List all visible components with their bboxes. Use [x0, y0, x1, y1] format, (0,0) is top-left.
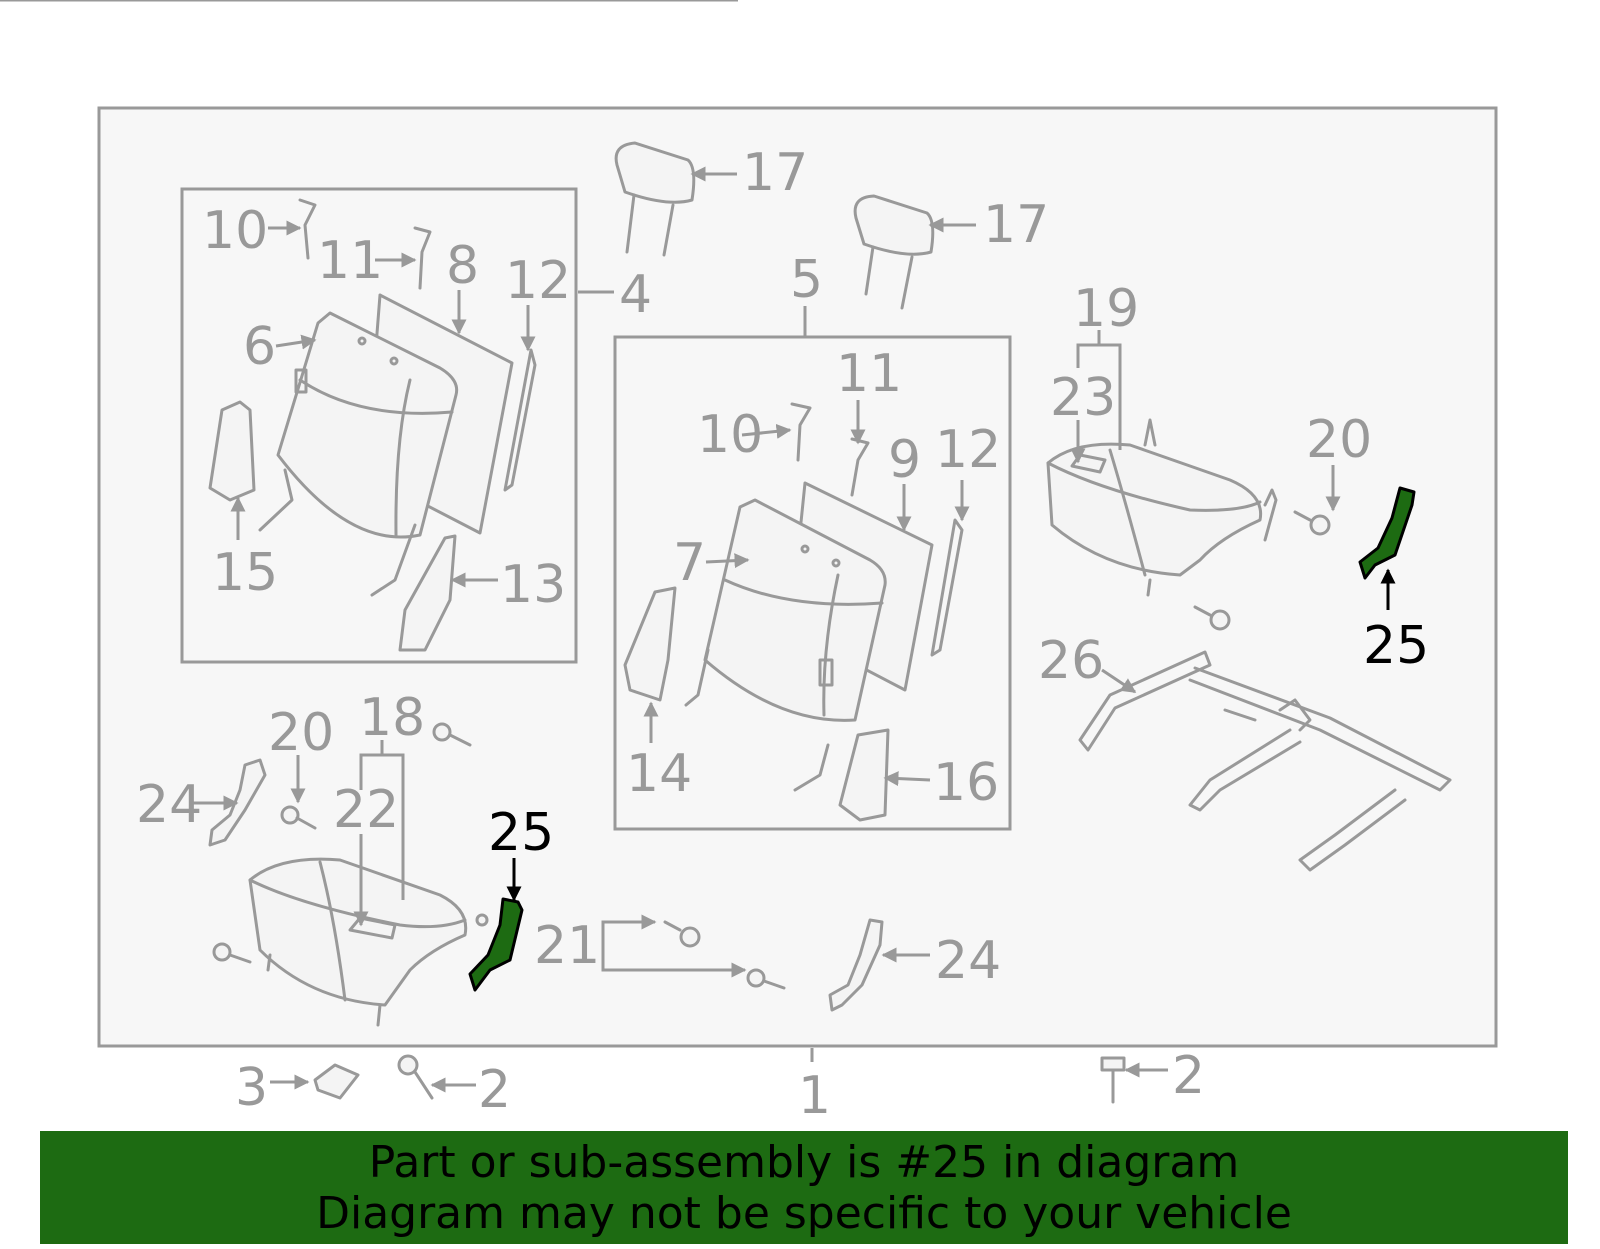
callout-21: 21: [534, 916, 600, 976]
headrest-part: [614, 141, 696, 257]
bracket-24-part: [828, 918, 884, 1012]
left-seat-cushion-part: [248, 857, 468, 1027]
callout-25-highlighted: 25: [1363, 616, 1429, 676]
callout-14: 14: [626, 744, 692, 804]
callout-11: 11: [836, 344, 902, 404]
part-25-highlight: [1358, 486, 1416, 580]
callout-4: 4: [619, 265, 652, 325]
callout-8: 8: [446, 236, 479, 296]
callout-17: 17: [983, 195, 1049, 255]
left-seatback-part: [208, 198, 537, 652]
clip-3-part: [313, 1063, 360, 1100]
callout-10: 10: [697, 405, 763, 465]
center-seatback-group-box: [613, 335, 1012, 831]
callout-15: 15: [212, 543, 278, 603]
left-seatback-group-box: [180, 187, 578, 664]
callout-23: 23: [1050, 368, 1116, 428]
callout-7: 7: [673, 533, 706, 593]
callout-12: 12: [505, 251, 571, 311]
callout-11: 11: [317, 231, 383, 291]
callout-2: 2: [1172, 1046, 1205, 1106]
callout-5: 5: [790, 250, 823, 310]
callout-12: 12: [935, 420, 1001, 480]
callout-2: 2: [478, 1060, 511, 1120]
callout-19: 19: [1073, 279, 1139, 339]
banner-line-part-number: Part or sub-assembly is #25 in diagram: [368, 1136, 1240, 1188]
bolt-part: [212, 510, 1331, 1104]
leader-lines: [0, 0, 1396, 1093]
callout-6: 6: [243, 317, 276, 377]
part-info-banner: Part or sub-assembly is #25 in diagram D…: [40, 1131, 1568, 1244]
seat-frame-part: [1078, 650, 1452, 872]
callout-20: 20: [1306, 410, 1372, 470]
callout-9: 9: [888, 430, 921, 490]
callout-17: 17: [742, 143, 808, 203]
callout-16: 16: [933, 753, 999, 813]
callout-20: 20: [268, 703, 334, 763]
callout-10: 10: [202, 201, 268, 261]
callout-3: 3: [235, 1058, 268, 1118]
center-seatback-part: [623, 402, 964, 822]
part-25-highlight: [468, 897, 524, 992]
callout-1: 1: [798, 1066, 831, 1126]
callout-13: 13: [500, 555, 566, 615]
callout-25-highlighted: 25: [488, 803, 554, 863]
callout-22: 22: [333, 780, 399, 840]
right-seat-cushion-part: [1046, 418, 1278, 597]
callout-26: 26: [1038, 631, 1104, 691]
callout-24: 24: [935, 931, 1001, 991]
banner-line-disclaimer: Diagram may not be specific to your vehi…: [316, 1187, 1292, 1239]
callout-18: 18: [359, 688, 425, 748]
callout-24: 24: [136, 775, 202, 835]
